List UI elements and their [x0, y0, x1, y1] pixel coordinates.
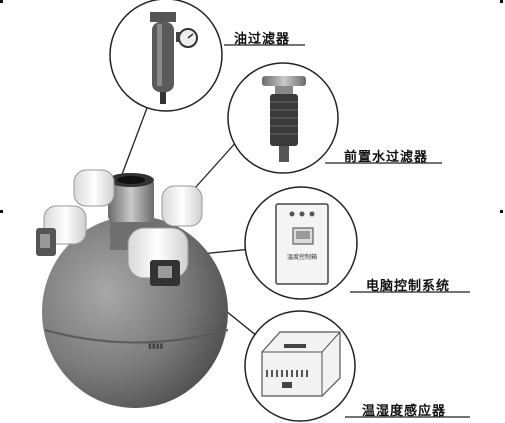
control-box-panel-text: 温度控制箱 — [287, 254, 318, 261]
connector-oil-filter — [117, 99, 151, 186]
corner-mark-top-left — [0, 0, 3, 3]
corner-mark-mid-right — [500, 210, 503, 213]
label-pre-filter: 前置水过滤器 — [344, 150, 429, 165]
sensor-image — [244, 310, 356, 422]
label-temp-humidity: 温湿度感应器 — [362, 404, 447, 419]
right-cap — [161, 185, 203, 227]
front-cap — [127, 227, 189, 286]
corner-mark-mid-left — [0, 210, 3, 213]
corner-mark-top-right — [500, 0, 503, 3]
tank-neck — [108, 178, 154, 222]
pre-filter-image — [227, 62, 339, 174]
oil-filter-image — [109, 0, 223, 112]
label-oil-filter: 油过滤器 — [234, 32, 291, 47]
control-box-image — [244, 186, 358, 300]
label-underlines — [224, 44, 470, 418]
connector-pre-filter — [194, 139, 239, 189]
left-cap — [36, 205, 87, 256]
top-left-cap — [73, 169, 115, 207]
svg-text:▮▮▮▮: ▮▮▮▮ — [148, 343, 164, 350]
tank-assembly: ▮▮▮▮ — [36, 169, 229, 408]
label-computer-control: 电脑控制系统 — [366, 279, 451, 294]
